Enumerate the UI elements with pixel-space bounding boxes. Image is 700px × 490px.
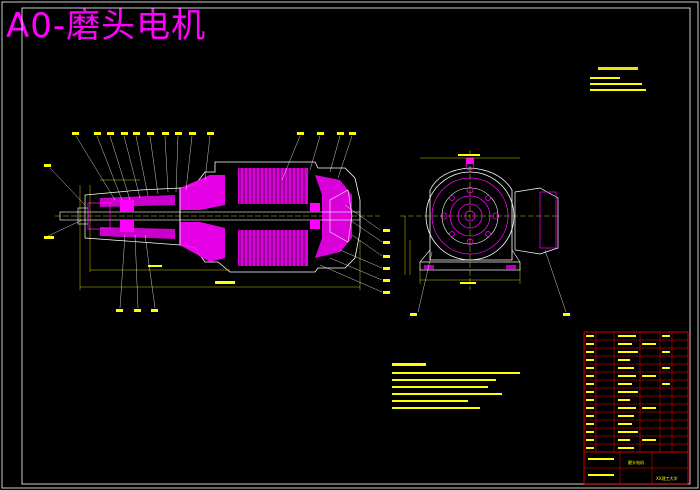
tech-spec-top xyxy=(590,67,646,91)
drawing-inner-frame xyxy=(21,7,691,485)
stator-hatch xyxy=(238,168,308,266)
title-block: 磨头电机 XX理工大学 xyxy=(583,331,689,485)
title-block-school: XX理工大学 xyxy=(656,475,677,481)
technical-notes xyxy=(392,363,520,409)
title-block-drawing-name: 磨头电机 xyxy=(628,459,644,465)
motor-end-view xyxy=(400,150,570,316)
motor-section-view xyxy=(44,132,390,312)
drawing-title: A0-磨头电机 xyxy=(6,6,207,46)
